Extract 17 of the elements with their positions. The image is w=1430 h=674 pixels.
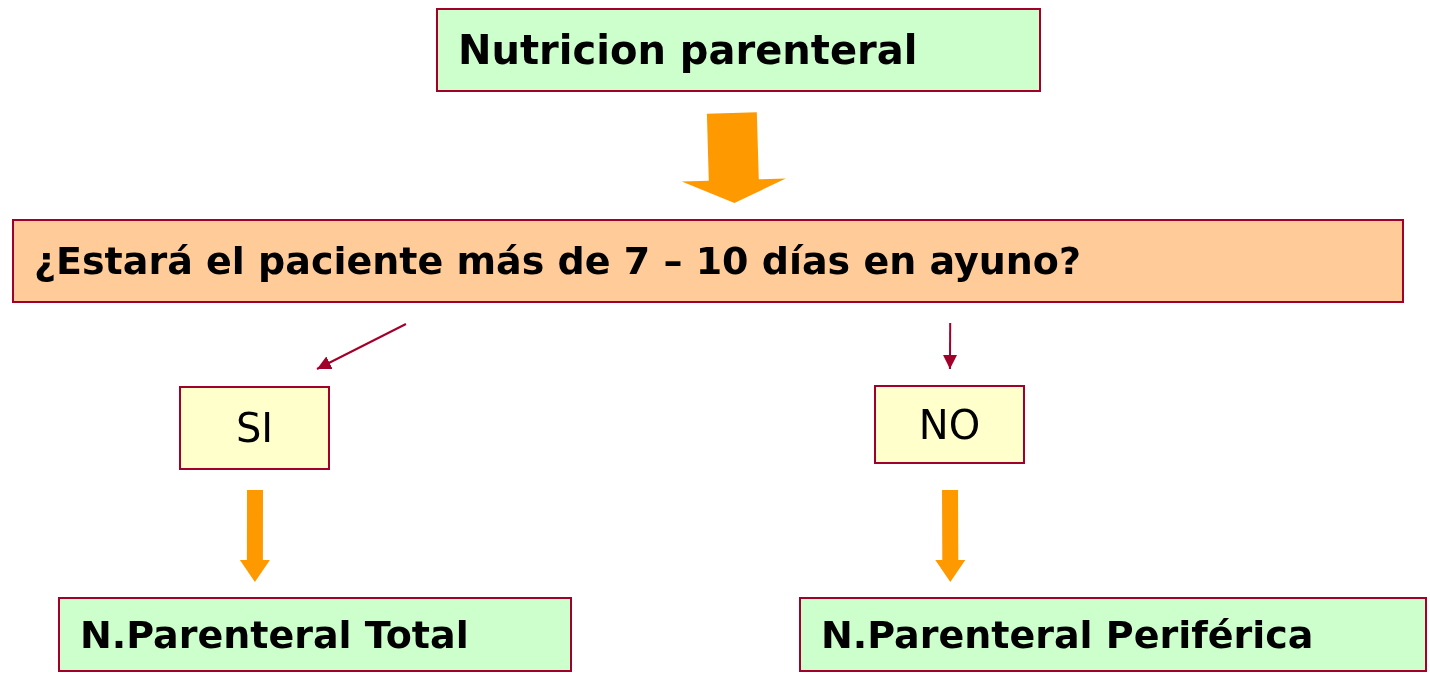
- box-label: N.Parenteral Total: [80, 612, 469, 657]
- arrow: [316, 323, 407, 370]
- answer-box: [874, 385, 1025, 464]
- block-arrow: [239, 490, 270, 582]
- box-label: SI: [235, 405, 274, 451]
- result-box: [799, 597, 1427, 672]
- block-arrow: [681, 112, 786, 203]
- box-label: ¿Estará el paciente más de 7 – 10 días en ayuno?: [34, 239, 1082, 283]
- box-label: NO: [918, 401, 981, 448]
- block-arrow: [935, 490, 966, 582]
- arrow: [943, 322, 958, 370]
- box-label: N.Parenteral Periférica: [821, 612, 1314, 657]
- answer-box: [179, 386, 330, 470]
- box-label: Nutricion parenteral: [458, 27, 918, 73]
- result-box: [58, 597, 572, 672]
- question-box: [12, 219, 1404, 303]
- title-box: [436, 8, 1041, 92]
